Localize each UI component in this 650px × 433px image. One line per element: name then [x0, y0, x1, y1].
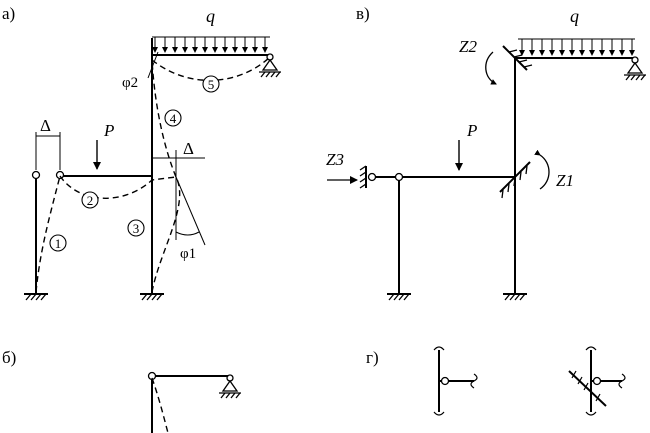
deflection-b: [151, 377, 169, 433]
z1-label: Z1: [556, 171, 574, 190]
constraint-z2: [502, 45, 533, 71]
z2-rotation-arrow: [485, 51, 497, 85]
element-3: 3: [133, 221, 140, 236]
distributed-load-v: [518, 38, 635, 56]
constraint-z3: [359, 165, 367, 189]
roller-support-b: [219, 374, 241, 399]
delta-label-left: Δ: [40, 116, 51, 135]
panel-a: а) Δ P: [2, 4, 281, 301]
node-clamped: [568, 346, 626, 416]
panel-b: б): [2, 348, 241, 433]
z3-label: Z3: [326, 150, 344, 169]
element-4: 4: [170, 111, 177, 126]
element-5: 5: [208, 77, 215, 92]
force-label-a: P: [103, 121, 114, 140]
element-2: 2: [87, 193, 94, 208]
force-label-v: P: [466, 121, 477, 140]
load-label-a: q: [206, 6, 215, 26]
z2-label: Z2: [459, 37, 477, 56]
constraint-z1: [499, 161, 531, 199]
roller-support-a: [259, 53, 281, 78]
z1-rotation-arrow: [534, 149, 550, 190]
distributed-load-a: [152, 36, 270, 53]
fixed-support-left-v: [387, 293, 411, 301]
fixed-support-mid-a: [140, 293, 164, 301]
phi2-label: φ2: [122, 75, 138, 91]
fixed-support-left-a: [24, 293, 48, 301]
phi1-label: φ1: [180, 246, 196, 262]
phi2-tangent: [147, 51, 159, 79]
panel-a-label: а): [2, 4, 15, 23]
element-1: 1: [55, 236, 62, 251]
delta-label-right: Δ: [183, 139, 194, 158]
element-labels-a: 1 2 3 4 5: [49, 75, 220, 252]
panel-g: г): [366, 346, 626, 416]
hinge-v: [394, 172, 404, 182]
panel-v: в) Z3 P: [326, 4, 646, 301]
load-label-v: q: [570, 6, 579, 26]
node-hinged: [433, 346, 478, 416]
hinge-left: [31, 170, 41, 180]
fixed-support-right-v: [503, 293, 527, 301]
roller-support-v: [624, 56, 646, 81]
deflected-shape-a: [35, 56, 271, 293]
hinge-beam: [55, 170, 65, 180]
panel-b-label: б): [2, 348, 16, 367]
panel-g-label: г): [366, 348, 379, 367]
phi1-tangent: [175, 176, 206, 246]
panel-v-label: в): [356, 4, 370, 23]
